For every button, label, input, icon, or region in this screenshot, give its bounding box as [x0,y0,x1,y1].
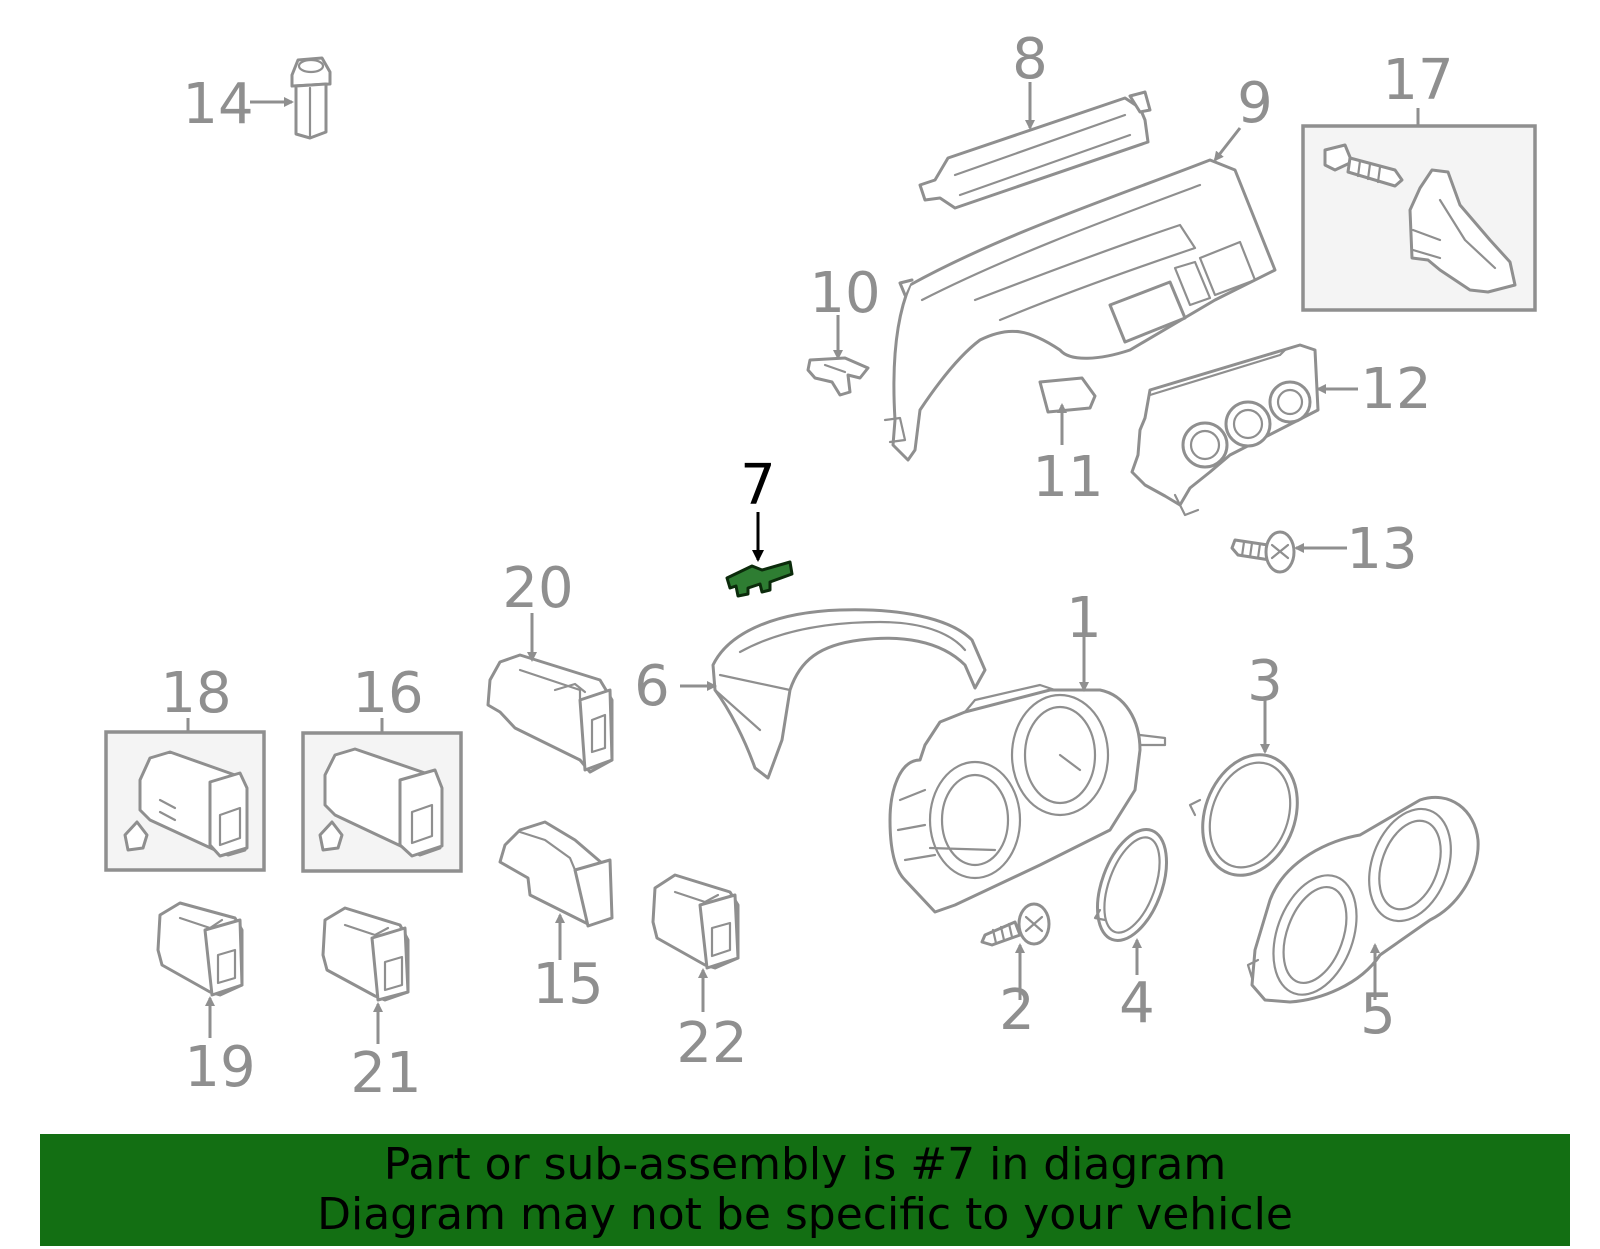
callout-6: 6 [634,654,670,719]
part-13-screw[interactable] [1230,530,1296,574]
callout-15: 15 [532,952,603,1017]
part-9-dash-panel[interactable] [883,158,1277,462]
part-11-cover[interactable] [1038,376,1097,414]
callout-arrows [186,82,1420,1044]
part-18-kit-box[interactable] [104,730,266,872]
part-15-module[interactable] [498,820,614,928]
callout-22: 22 [676,1011,747,1076]
part-16-kit-box[interactable] [301,731,463,873]
part-17-kit-box[interactable] [1301,124,1537,312]
callout-20: 20 [502,556,573,621]
arrow-9 [1213,127,1242,162]
banner-line-2: Diagram may not be specific to your vehi… [317,1189,1293,1240]
callout-17: 17 [1382,48,1453,113]
callout-16: 16 [352,661,423,726]
callout-9: 9 [1237,71,1273,136]
callout-19: 19 [184,1035,255,1100]
part-5-cluster-lens[interactable] [1246,795,1480,1006]
part-19-switch[interactable] [156,901,244,997]
part-20-switch[interactable] [486,653,614,774]
callout-18: 18 [160,661,231,726]
callout-numbers: 1 2 3 4 5 6 7 8 9 10 11 12 13 14 15 16 1… [160,27,1453,1106]
part-22-switch[interactable] [651,873,740,970]
part-1-cluster-housing[interactable] [888,683,1167,914]
callout-14: 14 [182,72,253,137]
part-12-climate-control[interactable] [1130,343,1320,517]
info-banner: Part or sub-assembly is #7 in diagram Di… [40,1134,1570,1246]
callout-12: 12 [1360,357,1431,422]
part-8-bracket[interactable] [918,90,1152,210]
callout-11: 11 [1032,445,1103,510]
part-10-clip[interactable] [806,356,870,397]
callout-3: 3 [1247,649,1283,714]
part-3-ring[interactable] [1187,741,1314,888]
callout-2: 2 [999,978,1035,1043]
part-6-cluster-hood[interactable] [711,608,987,780]
part-2-screw[interactable] [980,902,1051,947]
callout-4: 4 [1119,971,1155,1036]
part-7-highlighted-bracket[interactable] [725,560,794,598]
part-21-switch[interactable] [321,906,410,1002]
callout-13: 13 [1346,517,1417,582]
callout-21: 21 [350,1041,421,1106]
part-14-clip[interactable] [290,56,332,140]
part-4-ring[interactable] [1084,820,1180,950]
callout-7: 7 [740,453,776,518]
callout-1: 1 [1066,586,1102,651]
banner-line-1: Part or sub-assembly is #7 in diagram [383,1139,1227,1190]
callout-8: 8 [1012,27,1048,92]
callout-10: 10 [809,261,880,326]
callout-5: 5 [1360,982,1396,1047]
